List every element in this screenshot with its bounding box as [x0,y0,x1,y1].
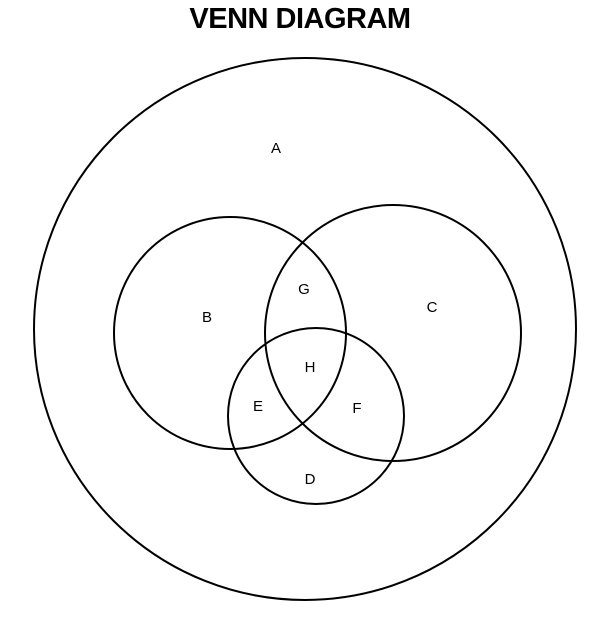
circle-c [264,204,522,462]
region-label-f: F [352,400,361,417]
diagram-title: VENN DIAGRAM [189,3,411,35]
region-label-b: B [202,309,212,326]
circle-d [227,327,405,505]
region-label-g: G [298,281,310,298]
region-label-e: E [253,398,263,415]
region-label-h: H [305,359,316,376]
region-label-d: D [305,471,316,488]
outer-circle-a [33,57,577,601]
region-label-a: A [271,140,281,157]
region-label-c: C [427,299,438,316]
circle-b [113,216,347,450]
